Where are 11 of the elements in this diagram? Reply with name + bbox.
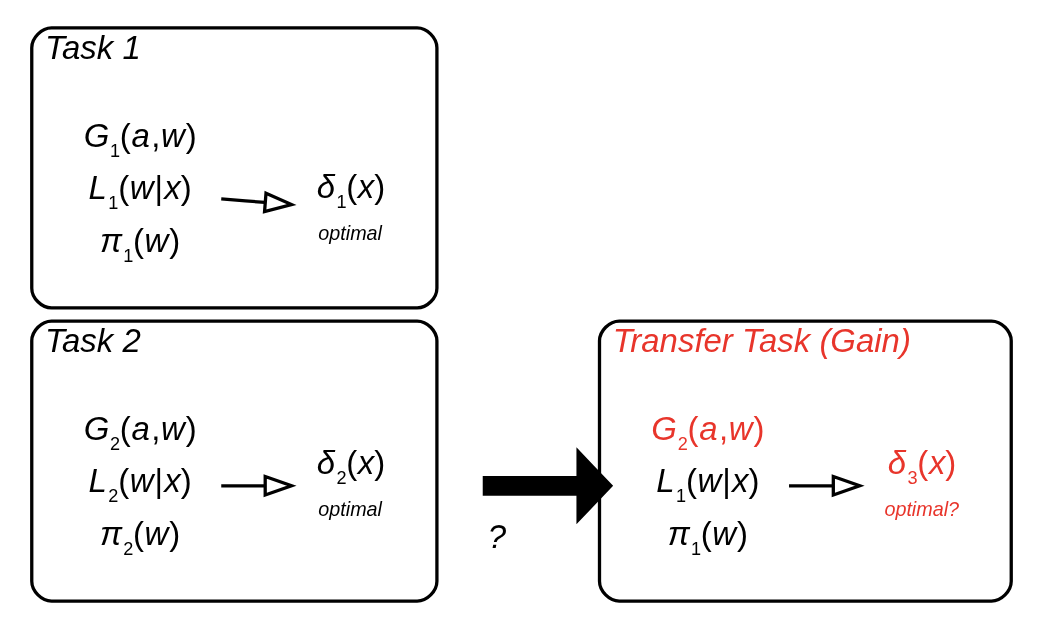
arrow <box>221 474 297 498</box>
node-text: G$_{1}$(a,w) L$_{1}$(w|x) π$_{1}$(w) <box>83 116 197 266</box>
arrow <box>221 190 297 214</box>
node-text: δ$_{3}$(x) optimal? <box>884 444 960 521</box>
arrow <box>482 447 614 525</box>
node-text: δ$_{1}$(x) optimal <box>316 167 386 244</box>
node-text: δ$_{2}$(x) optimal <box>316 444 386 521</box>
arrow <box>789 474 865 498</box>
edge-label: ? <box>487 518 507 556</box>
node-text: G$_{2}$(a,w) L$_{1}$(w|x) π$_{1}$(w) <box>651 409 765 560</box>
node-text: G$_{2}$(a,w) L$_{2}$(w|x) π$_{2}$(w) <box>83 409 197 560</box>
